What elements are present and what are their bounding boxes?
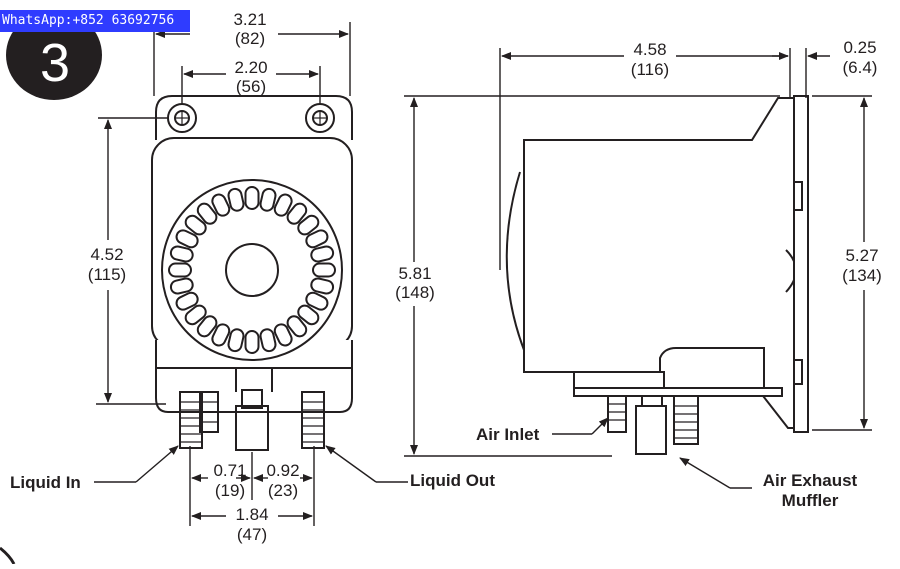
dim-port-spacing-in: 1.84 bbox=[235, 505, 268, 524]
label-air-exhaust: Air Exhaust bbox=[763, 471, 858, 490]
roller-segment bbox=[184, 214, 207, 236]
roller-segment bbox=[310, 245, 335, 263]
label-air-inlet: Air Inlet bbox=[476, 425, 540, 444]
roller-segment bbox=[184, 304, 207, 326]
dim-front-height-mm: (115) bbox=[88, 265, 126, 284]
label-air-exhaust-muffler: Muffler bbox=[782, 491, 839, 510]
side-view bbox=[505, 95, 809, 455]
roller-segment bbox=[297, 304, 320, 326]
roller-segment bbox=[244, 330, 260, 354]
front-dimension-lines bbox=[94, 22, 408, 526]
dim-front-width-mm: (82) bbox=[235, 29, 265, 48]
dim-outlet-offset-in: 0.92 bbox=[266, 461, 299, 480]
dim-overall-height-mm: (148) bbox=[395, 283, 435, 302]
roller-segment bbox=[310, 277, 335, 295]
roller-segment bbox=[297, 214, 320, 236]
callout-labels: Liquid In Liquid Out Air Inlet Air Exhau… bbox=[10, 425, 858, 510]
dim-mount-spacing-in: 2.20 bbox=[234, 58, 267, 77]
roller-segment bbox=[227, 328, 245, 353]
roller-segment bbox=[227, 187, 245, 212]
roller-segment bbox=[259, 328, 277, 353]
roller-ring bbox=[168, 186, 336, 354]
mount-plate bbox=[155, 95, 353, 140]
roller-segment bbox=[211, 193, 231, 217]
dim-outlet-offset-mm: (23) bbox=[268, 481, 298, 500]
roller-segment bbox=[244, 186, 260, 210]
dim-front-width-in: 3.21 bbox=[233, 10, 266, 29]
roller-segment bbox=[169, 277, 194, 295]
step-number: 3 bbox=[40, 33, 71, 93]
roller-segment bbox=[286, 315, 308, 338]
dim-side-depth-mm: (116) bbox=[631, 60, 669, 79]
roller-segment bbox=[273, 323, 293, 347]
watermark-contact-banner: WhatsApp:+852 63692756 bbox=[0, 10, 190, 32]
roller-segment bbox=[168, 262, 192, 278]
dim-side-depth-in: 4.58 bbox=[633, 40, 666, 59]
label-liquid-out: Liquid Out bbox=[410, 471, 495, 490]
roller-segment bbox=[286, 202, 308, 225]
roller-segment bbox=[175, 229, 199, 249]
side-dimension-lines bbox=[404, 48, 872, 489]
dim-flange-thickness-in: 0.25 bbox=[843, 38, 876, 57]
dimension-text: 3.21 (82) 2.20 (56) 4.52 (115) 0.71 (19)… bbox=[88, 10, 882, 544]
dim-inlet-offset-in: 0.71 bbox=[213, 461, 246, 480]
dim-port-spacing-mm: (47) bbox=[237, 525, 267, 544]
roller-segment bbox=[259, 187, 277, 212]
roller-segment bbox=[312, 262, 336, 278]
dim-flange-height-mm: (134) bbox=[842, 266, 882, 285]
corner-mark bbox=[0, 546, 16, 565]
roller-segment bbox=[196, 202, 218, 225]
roller-segment bbox=[175, 291, 199, 311]
dim-mount-spacing-mm: (56) bbox=[236, 77, 266, 96]
dim-flange-height-in: 5.27 bbox=[845, 246, 878, 265]
roller-segment bbox=[273, 193, 293, 217]
roller-segment bbox=[196, 315, 218, 338]
dim-flange-thickness-mm: (6.4) bbox=[843, 58, 878, 77]
label-liquid-in: Liquid In bbox=[10, 473, 81, 492]
roller-segment bbox=[305, 291, 329, 311]
front-view bbox=[151, 95, 353, 451]
dim-front-height-in: 4.52 bbox=[90, 245, 123, 264]
dim-inlet-offset-mm: (19) bbox=[215, 481, 245, 500]
roller-segment bbox=[169, 245, 194, 263]
dim-overall-height-in: 5.81 bbox=[398, 264, 431, 283]
roller-segment bbox=[305, 229, 329, 249]
roller-segment bbox=[211, 323, 231, 347]
